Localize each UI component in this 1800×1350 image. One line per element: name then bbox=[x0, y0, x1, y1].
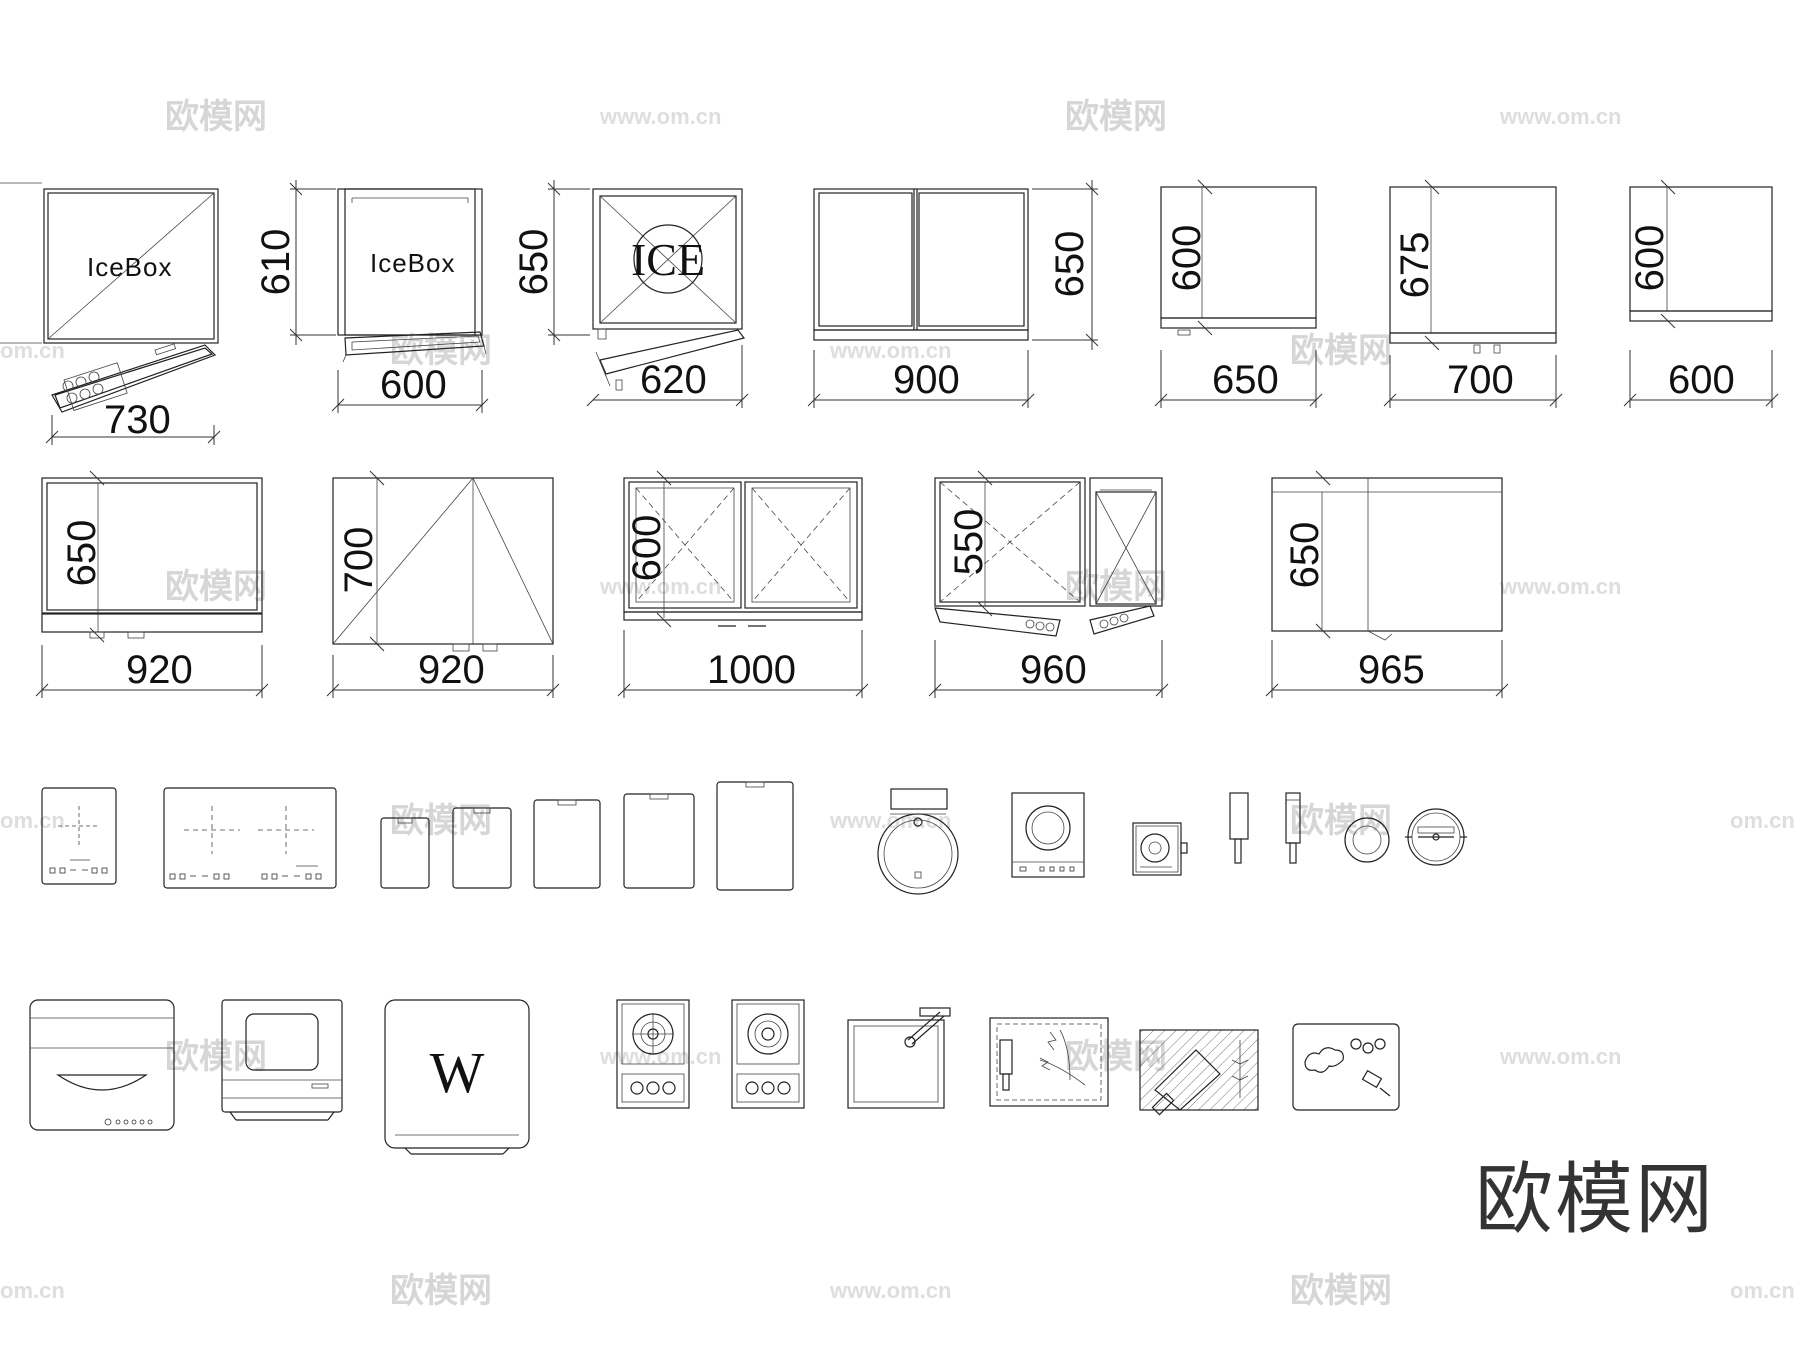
watermark-brand: 欧模网 bbox=[165, 98, 267, 136]
watermark-url: om.cn bbox=[1730, 1278, 1795, 1303]
tray-with-food-icon bbox=[1292, 1023, 1400, 1111]
dimension-label: 675 bbox=[1393, 232, 1437, 299]
dimension-label: 650 bbox=[512, 229, 556, 296]
brand-text: 欧模网 bbox=[1475, 1155, 1715, 1243]
dimension-label: 600 bbox=[380, 363, 447, 407]
brand-logo: 欧模网 bbox=[1475, 1155, 1715, 1243]
cabinet-920-triangle-plan: 700 920 bbox=[326, 470, 560, 698]
induction-hob-single-icon bbox=[41, 787, 117, 885]
dimension-label: 600 bbox=[1668, 358, 1735, 402]
dimension-label: 960 bbox=[1020, 648, 1087, 692]
dimension-label: 700 bbox=[337, 527, 381, 594]
cabinet-965-plan: 650 965 bbox=[1265, 470, 1509, 698]
watermark-url: www.om.cn bbox=[829, 808, 951, 833]
double-sink-1000-plan: 600 1000 bbox=[617, 470, 869, 698]
range-hood-icon bbox=[29, 999, 175, 1131]
watermark-layer: 欧模网 www.om.cn 欧模网 www.om.cn om.cn 欧模网 ww… bbox=[0, 98, 1795, 1310]
watermark-url: www.om.cn bbox=[599, 1044, 721, 1069]
appliance-label: W bbox=[430, 1040, 485, 1105]
dimension-label: 900 bbox=[893, 358, 960, 402]
watermark-brand: 欧模网 bbox=[1290, 802, 1392, 840]
ice-maker-620-plan: ICE 650 620 bbox=[512, 180, 749, 408]
watermark-brand: 欧模网 bbox=[1065, 98, 1167, 136]
watermark-url: www.om.cn bbox=[599, 104, 721, 129]
icebox-730-plan: IceBox 730 bbox=[0, 182, 221, 445]
dimension-label: 550 bbox=[947, 509, 991, 576]
watermark-url: om.cn bbox=[0, 1278, 65, 1303]
watermark-url: www.om.cn bbox=[1499, 104, 1621, 129]
dimension-label: 920 bbox=[418, 648, 485, 692]
watermark-brand: 欧模网 bbox=[1290, 1272, 1392, 1310]
cabinet-900-plan: 650 900 bbox=[807, 180, 1099, 408]
watermark-url: om.cn bbox=[0, 808, 65, 833]
watermark-brand: 欧模网 bbox=[390, 1272, 492, 1310]
portable-stove-icon bbox=[1132, 822, 1188, 876]
watermark-url: www.om.cn bbox=[829, 1278, 951, 1303]
watermark-url: www.om.cn bbox=[599, 574, 721, 599]
dimension-label: 650 bbox=[1212, 358, 1279, 402]
watermark-brand: 欧模网 bbox=[165, 1038, 267, 1076]
watermark-url: om.cn bbox=[0, 338, 65, 363]
watermark-url: www.om.cn bbox=[1499, 1044, 1621, 1069]
dimension-label: 600 bbox=[1628, 225, 1672, 292]
sink-icon bbox=[847, 1007, 951, 1109]
dimension-label: 650 bbox=[60, 520, 104, 587]
watermark-url: www.om.cn bbox=[1499, 574, 1621, 599]
hatched-board-icon bbox=[1139, 1029, 1259, 1116]
dimension-label: 620 bbox=[640, 358, 707, 402]
gas-burner-icon bbox=[616, 999, 805, 1109]
watermark-url: om.cn bbox=[1730, 808, 1795, 833]
washing-machine-icon: W bbox=[384, 999, 530, 1155]
induction-hob-double-icon bbox=[163, 787, 337, 889]
dimension-label: 700 bbox=[1447, 358, 1514, 402]
pot-icon bbox=[1405, 808, 1467, 866]
cabinet-600-plan: 600 600 bbox=[1623, 179, 1779, 408]
cabinet-920-plan: 650 920 bbox=[35, 470, 269, 698]
cutting-board-icon bbox=[380, 781, 794, 891]
dimension-label: 650 bbox=[1048, 231, 1092, 298]
dishwasher-icon bbox=[221, 999, 343, 1121]
cabinet-960-plan: 550 960 bbox=[928, 470, 1169, 698]
dimension-label: 965 bbox=[1358, 648, 1425, 692]
knife-icon bbox=[1229, 792, 1301, 864]
dimension-label: 920 bbox=[126, 648, 193, 692]
appliance-label: IceBox bbox=[87, 252, 173, 282]
dimension-label: 610 bbox=[254, 229, 298, 296]
watermark-brand: 欧模网 bbox=[165, 568, 267, 606]
cabinet-650-plan: 600 650 bbox=[1154, 179, 1323, 408]
dimension-label: 600 bbox=[1165, 225, 1209, 292]
dimension-label: 650 bbox=[1283, 522, 1327, 589]
dimension-label: 600 bbox=[625, 515, 669, 582]
icebox-600-plan: IceBox 610 600 bbox=[254, 180, 489, 413]
robot-vacuum-icon bbox=[877, 788, 959, 895]
open-drawer-icon bbox=[51, 343, 217, 413]
appliance-label: ICE bbox=[631, 234, 705, 285]
watermark-brand: 欧模网 bbox=[1065, 568, 1167, 606]
appliance-label: IceBox bbox=[370, 248, 456, 278]
plate-icon bbox=[1344, 817, 1390, 863]
dimension-label: 730 bbox=[104, 398, 171, 442]
wall-oven-icon bbox=[1011, 792, 1085, 878]
dimension-label: 1000 bbox=[707, 648, 796, 692]
chopping-board-vegetables-icon bbox=[989, 1017, 1109, 1107]
cabinet-700-plan: 675 700 bbox=[1383, 179, 1563, 408]
watermark-url: www.om.cn bbox=[829, 338, 951, 363]
watermark-brand: 欧模网 bbox=[1290, 332, 1392, 370]
